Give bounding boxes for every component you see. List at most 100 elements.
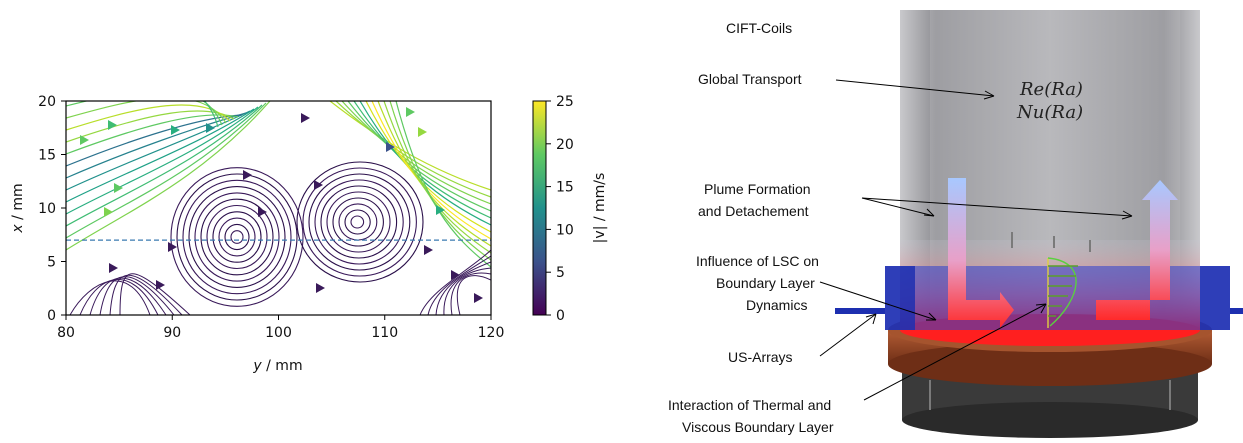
label-thermal-2: Viscous Boundary Layer	[682, 419, 834, 435]
streamline	[395, 101, 491, 268]
hot-plume-arrow	[1096, 180, 1178, 320]
y-tick-label: 15	[38, 148, 56, 164]
streamline	[188, 186, 286, 288]
streamline	[308, 173, 411, 271]
colorbar-tick-label: 15	[556, 180, 574, 196]
streamline-arrowhead	[243, 170, 252, 180]
y-tick-label: 5	[47, 255, 56, 271]
colorbar-ticks: 0 5 10 15 20 25	[546, 94, 574, 324]
streamline	[66, 106, 259, 215]
experiment-diagram: Re(Ra) Nu(Ra) CIFT-Coils Global Transpor…	[668, 10, 1243, 438]
streamline	[66, 102, 267, 239]
label-global-transport: Global Transport	[698, 71, 802, 87]
x-axis-ticks: 80 90 100 110 120	[57, 315, 504, 341]
streamline	[359, 101, 491, 226]
streamline	[66, 101, 271, 251]
streamline	[332, 197, 384, 247]
colorbar-tick-label: 10	[556, 222, 574, 238]
streamline	[119, 273, 191, 315]
support-rods	[929, 232, 1171, 410]
streamline-arrowhead	[406, 107, 415, 117]
cold-plume-arrow	[948, 178, 1014, 328]
x-tick-label: 110	[371, 325, 398, 341]
streamline	[450, 272, 491, 315]
streamline-arrowhead	[80, 135, 89, 145]
x-tick-label: 120	[478, 325, 505, 341]
streamline-arrowhead	[109, 263, 118, 273]
streamline	[456, 275, 491, 315]
streamline	[230, 230, 244, 244]
colorbar-tick-label: 5	[556, 265, 565, 281]
streamline	[203, 101, 219, 128]
label-lsc-2: Boundary Layer	[716, 275, 815, 291]
streamline-arrowhead	[418, 127, 427, 137]
streamline	[66, 112, 247, 179]
streamline	[212, 211, 262, 263]
streamline-arrowhead	[258, 207, 267, 217]
leader-lines	[819, 79, 1133, 401]
colorbar-tick-label: 25	[556, 94, 574, 110]
streamline-arrowhead	[206, 123, 215, 133]
streamline	[320, 185, 398, 259]
streamline	[353, 101, 491, 219]
streamline	[66, 108, 255, 203]
streamline	[383, 101, 491, 254]
formula-nusselt: Nu(Ra)	[1016, 102, 1083, 123]
streamline	[435, 261, 491, 315]
streamline-field	[66, 101, 491, 315]
streamline	[326, 191, 391, 253]
colorbar-tick-label: 20	[556, 137, 574, 153]
streamline	[302, 167, 417, 277]
x-tick-label: 100	[265, 325, 292, 341]
y-tick-label: 20	[38, 94, 56, 110]
label-lsc-3: Dynamics	[746, 297, 807, 313]
streamline	[206, 204, 268, 270]
streamline-arrowhead	[108, 120, 117, 130]
label-plume-1: Plume Formation	[704, 181, 811, 197]
colorbar-label: |v| / mm/s	[592, 173, 608, 244]
streamline	[194, 192, 280, 282]
streamline-arrowhead	[156, 280, 165, 290]
streamline	[66, 104, 263, 227]
streamline	[66, 110, 251, 191]
x-tick-label: 90	[163, 325, 181, 341]
streamline	[66, 101, 223, 126]
label-thermal-1: Interaction of Thermal and	[668, 397, 831, 413]
y-axis-label: x / mm	[10, 183, 26, 233]
streamline	[200, 198, 274, 276]
streamline-arrowhead	[171, 125, 180, 135]
colorbar-tick-label: 0	[556, 308, 565, 324]
streamline	[218, 217, 256, 257]
streamline	[338, 203, 378, 241]
y-axis-ticks: 0 5 10 15 20	[38, 94, 66, 324]
y-tick-label: 10	[38, 201, 56, 217]
label-us-arrays: US-Arrays	[728, 349, 793, 365]
x-tick-label: 80	[57, 325, 75, 341]
streamline	[350, 215, 365, 229]
streamline-arrowhead	[386, 142, 395, 152]
streamline	[182, 179, 292, 295]
streamline-arrowhead	[316, 283, 325, 293]
velocity-profile	[1047, 257, 1078, 328]
label-lsc-1: Influence of LSC on	[696, 253, 819, 269]
streamline	[314, 179, 404, 265]
streamline-arrowhead	[314, 180, 323, 190]
streamline	[170, 167, 304, 307]
colorbar: 0 5 10 15 20 25 |v| / mm/s	[532, 94, 608, 324]
label-cift-coils: CIFT-Coils	[726, 20, 792, 36]
streamline-arrowhead	[474, 293, 483, 303]
formula-reynolds: Re(Ra)	[1019, 79, 1083, 100]
streamline	[377, 101, 491, 247]
y-tick-label: 0	[47, 308, 56, 324]
streamline	[329, 101, 491, 191]
streamline-arrowhead	[114, 183, 123, 193]
streamline-arrowhead	[451, 270, 460, 280]
streamline	[344, 209, 371, 235]
streamline	[224, 223, 250, 251]
streamline-arrowhead	[104, 207, 113, 217]
plume-arrows	[948, 178, 1178, 328]
colorbar-gradient	[532, 100, 547, 316]
streamline-arrowhead	[436, 205, 445, 215]
